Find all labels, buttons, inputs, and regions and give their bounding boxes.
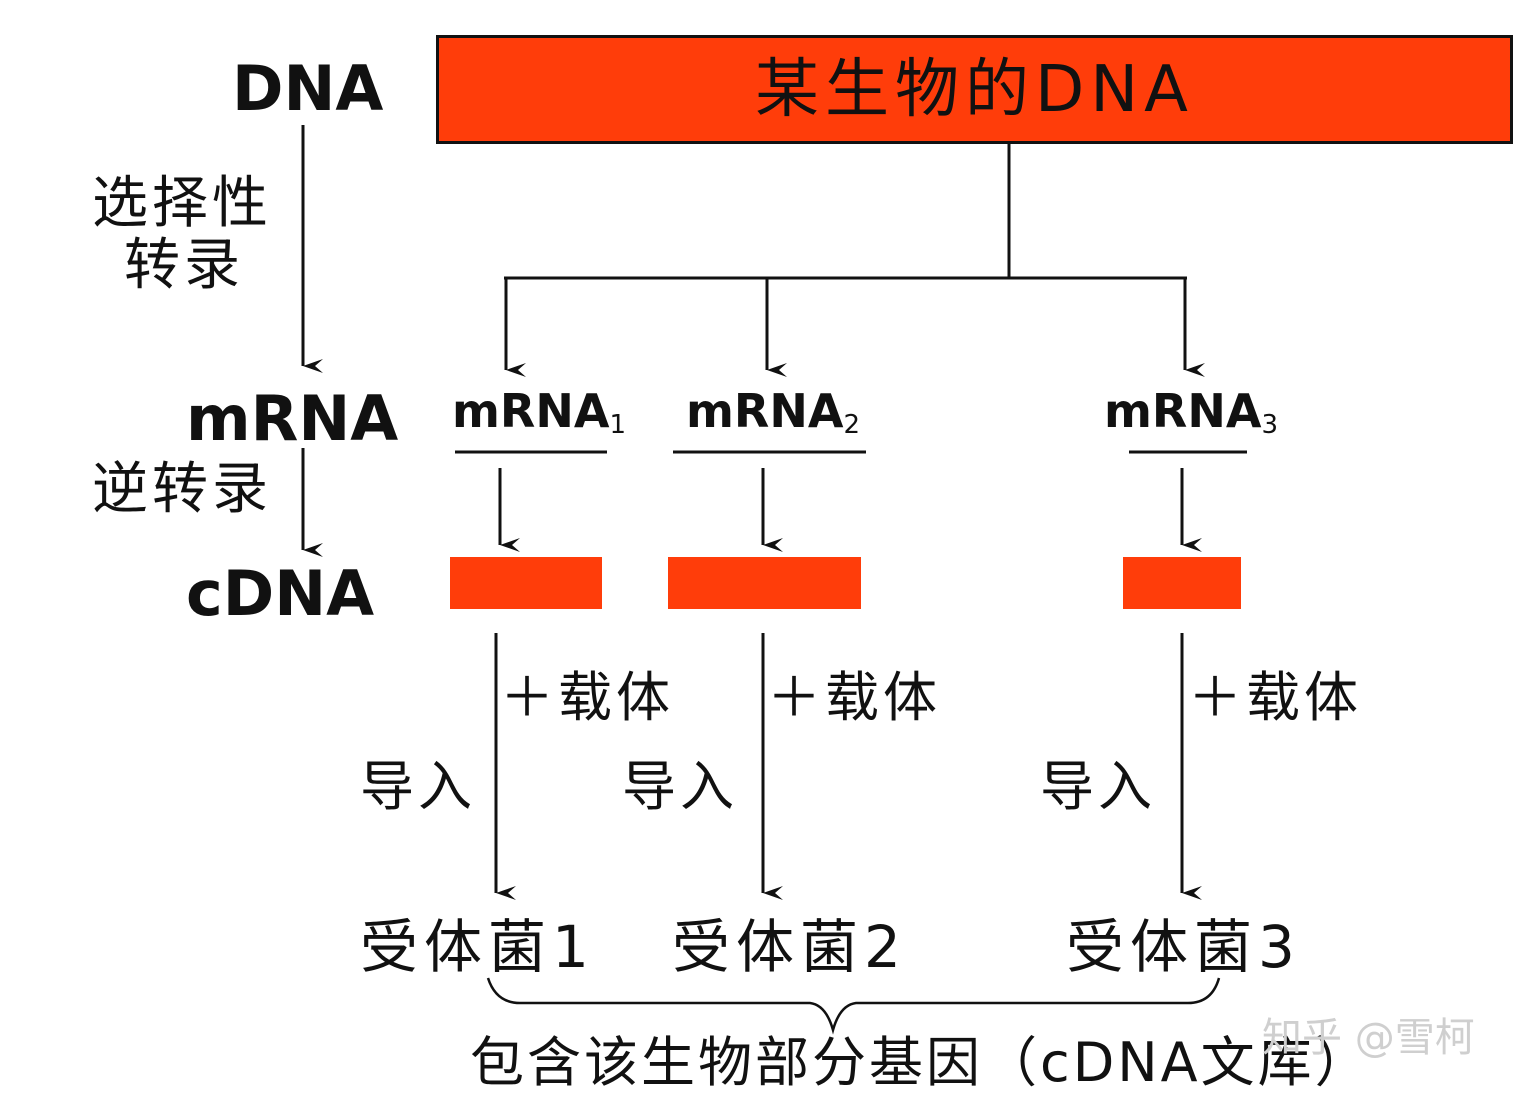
organism-dna-box: 某生物的DNA bbox=[436, 35, 1513, 144]
import-label-2: 导入 bbox=[622, 755, 738, 818]
left-label-transcription: 转录 bbox=[124, 233, 244, 298]
vector-label-3: ＋载体 bbox=[1188, 666, 1362, 729]
left-label-reverse-transcription: 逆转录 bbox=[92, 457, 272, 522]
cdna-bar-2 bbox=[668, 557, 861, 609]
mrna-label-1: mRNA1 bbox=[452, 384, 626, 440]
cdna-bar-3 bbox=[1123, 557, 1241, 609]
left-label-dna: DNA bbox=[232, 52, 384, 125]
left-label-cdna: cDNA bbox=[186, 557, 375, 630]
import-label-3: 导入 bbox=[1040, 755, 1156, 818]
vector-label-1: ＋载体 bbox=[500, 666, 674, 729]
left-label-selective: 选择性 bbox=[92, 171, 272, 236]
organism-dna-label: 某生物的DNA bbox=[755, 52, 1194, 127]
left-label-mrna: mRNA bbox=[186, 382, 399, 455]
recipient-bacterium-2: 受体菌2 bbox=[672, 913, 907, 981]
mrna-label-2: mRNA2 bbox=[686, 384, 860, 440]
recipient-bacterium-3: 受体菌3 bbox=[1066, 913, 1301, 981]
recipient-bacterium-1: 受体菌1 bbox=[360, 913, 595, 981]
cdna-library-label: 包含该生物部分基因（cDNA文库） bbox=[470, 1031, 1372, 1094]
import-label-1: 导入 bbox=[360, 755, 476, 818]
library-brace bbox=[486, 977, 1221, 1035]
mrna-label-3: mRNA3 bbox=[1104, 384, 1278, 440]
vector-label-2: ＋载体 bbox=[767, 666, 941, 729]
cdna-bar-1 bbox=[450, 557, 602, 609]
zhihu-watermark: 知乎 @雪柯 bbox=[1262, 1015, 1475, 1061]
